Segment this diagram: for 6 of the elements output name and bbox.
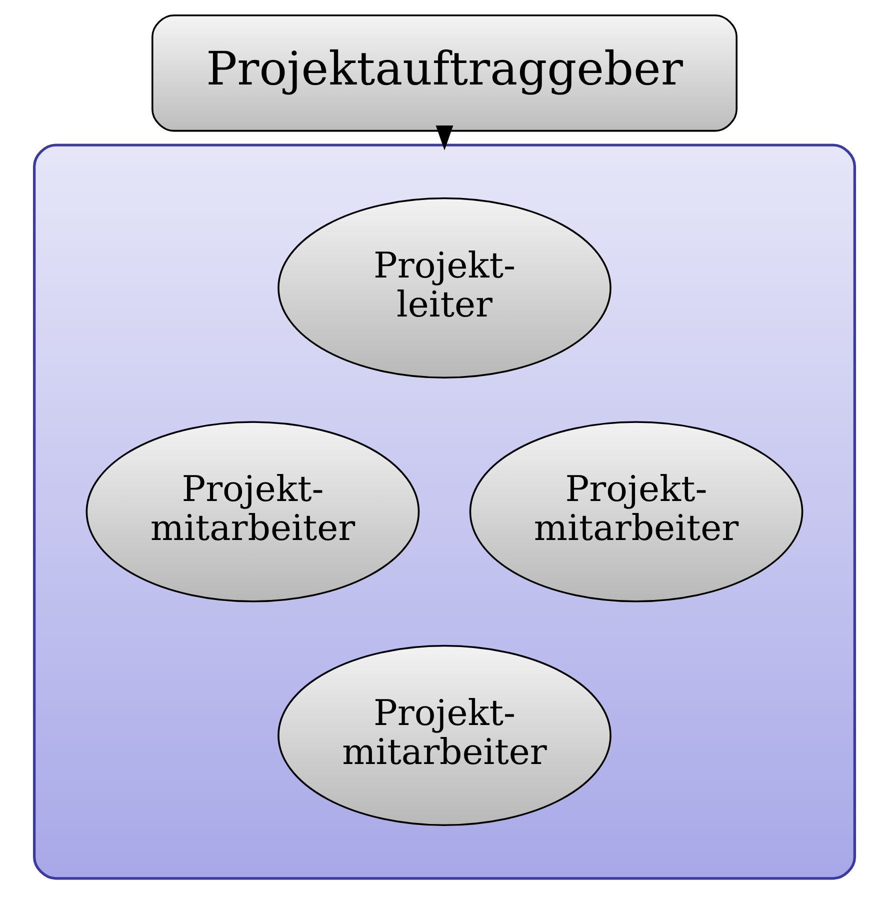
cluster [32, 144, 856, 880]
node-ellipse: Projekt- mitarbeiter [278, 644, 612, 826]
arrow [436, 126, 454, 150]
node-ellipse: Projekt- leiter [278, 197, 612, 379]
node-ellipse: Projekt- mitarbeiter [86, 421, 420, 602]
node-ellipse: Projekt- mitarbeiter [469, 421, 804, 602]
